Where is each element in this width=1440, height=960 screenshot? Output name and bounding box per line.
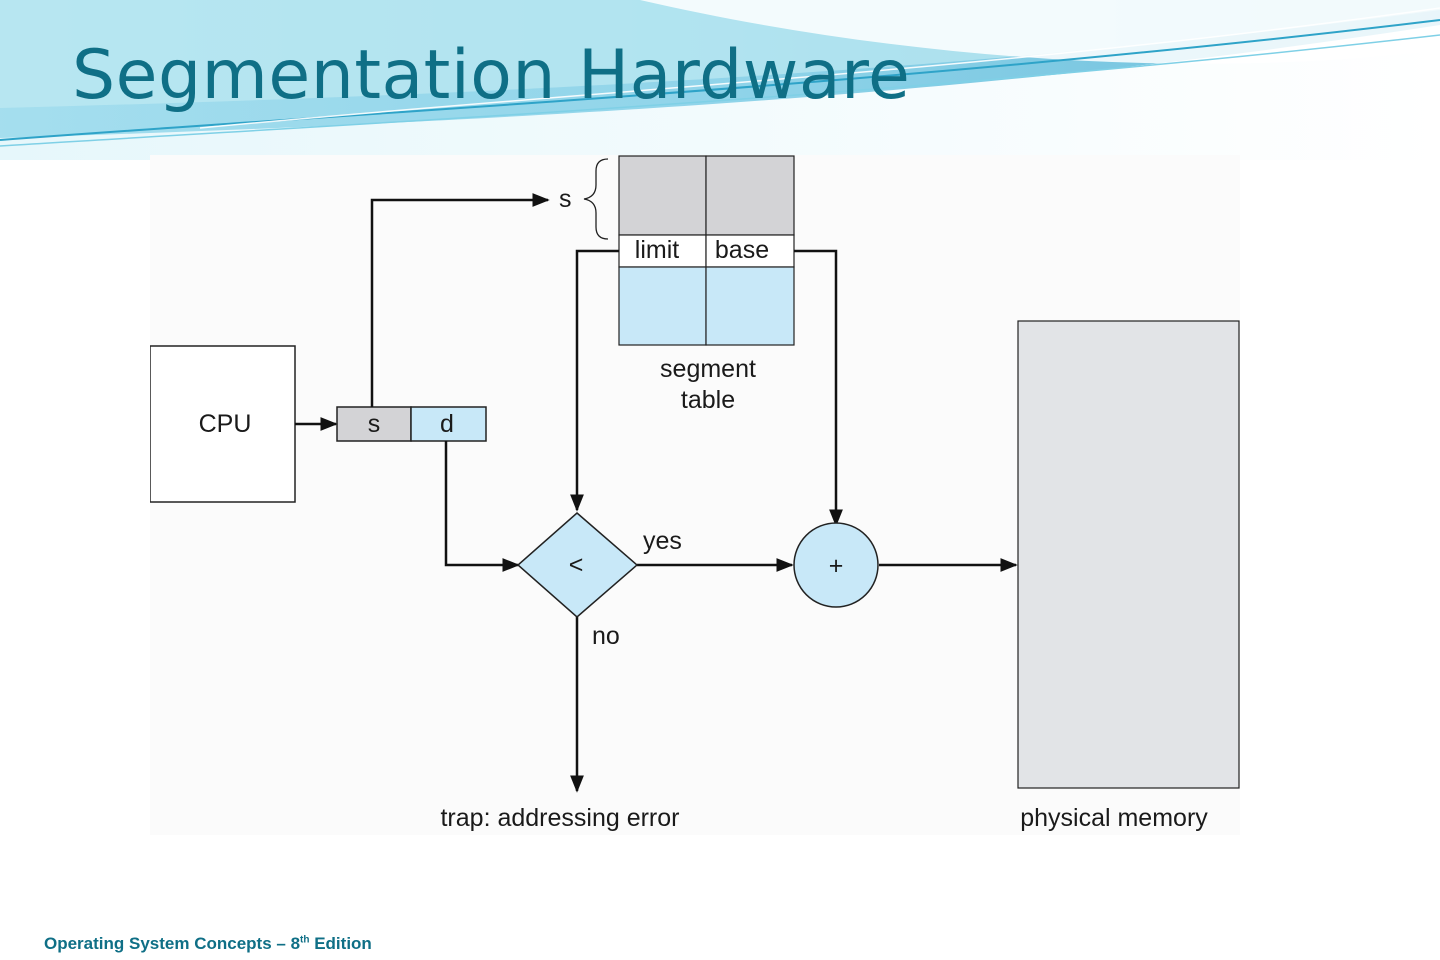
- segmentation-diagram: CPU s d limit base segment table s < yes: [150, 155, 1240, 832]
- physical-memory-box: [1017, 320, 1240, 789]
- slide-footer: Operating System Concepts – 8th Edition: [44, 934, 372, 954]
- title-banner-decoration: [0, 0, 1440, 160]
- arrow-base-to-adder: [794, 249, 843, 527]
- arrow-s-to-table: [370, 193, 550, 407]
- segment-table-bottom-right: [705, 266, 795, 346]
- diagram-canvas: CPU s d limit base segment table s < yes: [150, 155, 1240, 835]
- segment-table-bottom-left: [618, 266, 707, 346]
- segment-table-top-left: [618, 155, 707, 236]
- footer-superscript: th: [300, 934, 310, 946]
- address-d-label: d: [440, 410, 454, 438]
- compare-diamond: [516, 512, 639, 618]
- address-d-cell: [410, 406, 487, 442]
- footer-prefix: Operating System Concepts – 8: [44, 934, 301, 953]
- limit-label: limit: [635, 236, 679, 264]
- physical-memory-label: physical memory: [1020, 804, 1208, 832]
- base-label: base: [715, 236, 769, 264]
- segment-table-caption-line2: table: [681, 386, 735, 414]
- no-label: no: [592, 622, 620, 650]
- compare-symbol: <: [569, 551, 584, 579]
- segment-index-label: s: [559, 185, 572, 213]
- trap-label: trap: addressing error: [440, 804, 679, 832]
- adder-symbol: +: [829, 552, 844, 580]
- cpu-label: CPU: [199, 410, 252, 438]
- slide-title: Segmentation Hardware: [72, 36, 911, 115]
- arrow-limit-to-compare: [570, 249, 619, 512]
- cpu-box: [150, 345, 296, 503]
- footer-suffix: Edition: [309, 934, 372, 953]
- yes-label: yes: [643, 527, 682, 555]
- segment-table-caption-line1: segment: [660, 355, 756, 383]
- arrow-d-to-compare: [444, 441, 520, 572]
- adder-circle: [793, 522, 879, 608]
- address-s-label: s: [368, 410, 381, 438]
- segment-table-top-right: [705, 155, 795, 236]
- segment-entry-brace: [583, 158, 609, 240]
